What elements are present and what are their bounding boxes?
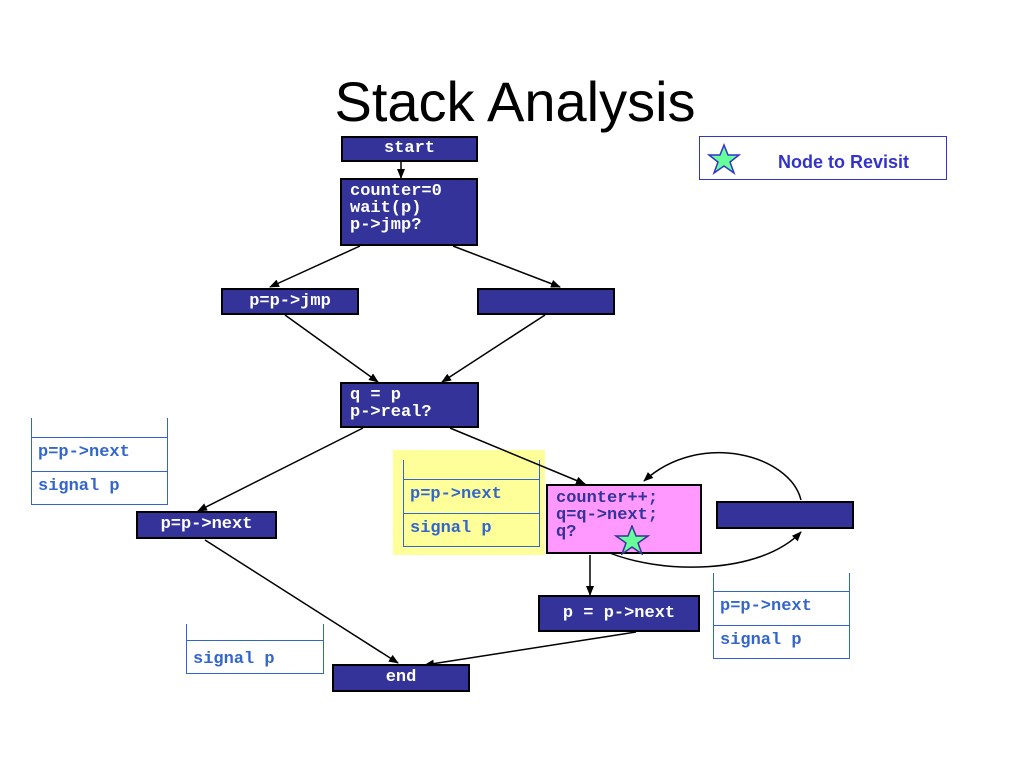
- node-start: start: [341, 136, 478, 162]
- edge-entry-jmp: [269, 245, 361, 288]
- node-after-loop: p = p->next: [538, 595, 700, 632]
- node-entry: counter=0 wait(p) p->jmp?: [340, 178, 478, 246]
- stack-middle: p=p->next signal p: [403, 460, 540, 547]
- stack-bottom-left: signal p: [186, 624, 324, 674]
- edge-q-leftnext: [197, 427, 364, 512]
- stack-highlight: [393, 450, 545, 555]
- revisit-star-icon: [613, 525, 651, 555]
- node-loop-empty: [716, 501, 854, 529]
- node-empty-branch: [477, 288, 615, 315]
- edge-entry-empty: [452, 245, 561, 288]
- star-icon: [706, 143, 742, 175]
- node-loop-body: counter++; q=q->next; q?: [546, 484, 702, 554]
- edge-after-end: [424, 631, 637, 668]
- node-jmp: p=p->jmp: [221, 288, 359, 315]
- edge-loop-to-empty: [604, 531, 802, 568]
- stack-middle-top: p=p->next: [404, 479, 539, 513]
- edge-q-loop: [449, 427, 586, 485]
- node-q-assign: q = p p->real?: [340, 382, 479, 428]
- edge-leftnext-end: [204, 539, 399, 664]
- node-end: end: [332, 664, 470, 692]
- edge-empty-q: [441, 314, 546, 383]
- stack-left: p=p->next signal p: [31, 418, 168, 505]
- edge-jmp-q: [284, 314, 379, 383]
- stack-right-top: p=p->next: [714, 591, 849, 625]
- legend: Node to Revisit: [699, 136, 947, 180]
- legend-label: Node to Revisit: [778, 152, 910, 172]
- stack-left-top: p=p->next: [32, 437, 167, 471]
- page-title: Stack Analysis: [334, 70, 696, 133]
- stack-middle-bottom: signal p: [404, 513, 539, 547]
- stack-right-bottom: signal p: [714, 625, 849, 659]
- node-left-next: p=p->next: [136, 511, 277, 539]
- edge-empty-to-loop: [643, 451, 802, 501]
- stack-left-bottom: signal p: [32, 471, 167, 505]
- stack-right: p=p->next signal p: [713, 573, 850, 659]
- stack-bottom-left-cell: signal p: [187, 640, 323, 674]
